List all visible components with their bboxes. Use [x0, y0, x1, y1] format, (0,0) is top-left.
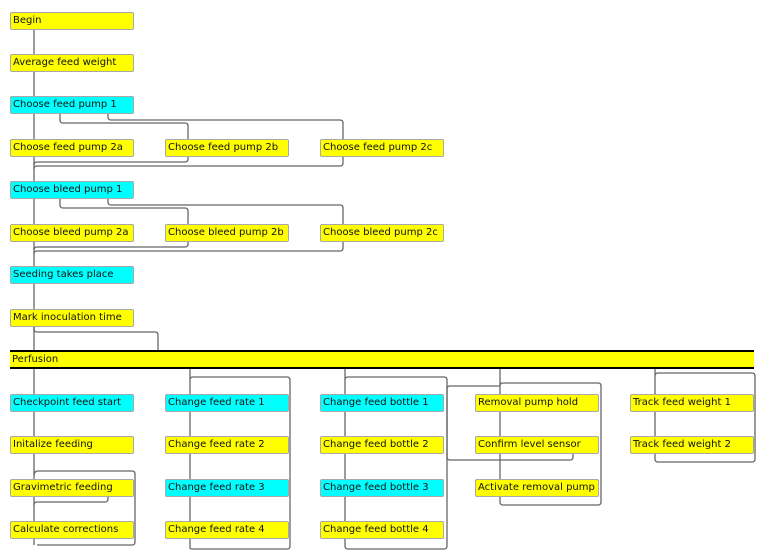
track-weight-group — [654, 368, 756, 463]
bleed-pump-2c-branch — [33, 198, 344, 255]
corrections-loop — [33, 496, 109, 506]
feed-rate-group — [189, 368, 291, 550]
phase-bar-perfusion[interactable]: Perfusion — [10, 350, 754, 369]
node-mark-inoculation-time[interactable]: Mark inoculation time — [10, 309, 134, 327]
bleed-pump-2b-branch — [33, 198, 189, 251]
node-gravimetric-feeding[interactable]: Gravimetric feeding — [10, 479, 134, 497]
node-change-feed-bottle-4[interactable]: Change feed bottle 4 — [320, 521, 444, 539]
node-track-feed-weight-1[interactable]: Track feed weight 1 — [630, 394, 754, 412]
node-change-feed-rate-2[interactable]: Change feed rate 2 — [165, 436, 289, 454]
node-seeding-takes-place[interactable]: Seeding takes place — [10, 266, 134, 284]
removal-loop — [446, 385, 574, 461]
node-confirm-level-sensor[interactable]: Confirm level sensor — [475, 436, 599, 454]
gravimetric-loop — [33, 470, 136, 546]
node-activate-removal-pump[interactable]: Activate removal pump — [475, 479, 599, 497]
node-choose-bleed-pump-2c[interactable]: Choose bleed pump 2c — [320, 224, 444, 242]
node-calculate-corrections[interactable]: Calculate corrections — [10, 521, 134, 539]
node-choose-bleed-pump-2b[interactable]: Choose bleed pump 2b — [165, 224, 289, 242]
node-change-feed-bottle-2[interactable]: Change feed bottle 2 — [320, 436, 444, 454]
node-change-feed-bottle-1[interactable]: Change feed bottle 1 — [320, 394, 444, 412]
feed-pump-2c-branch — [33, 113, 344, 170]
node-choose-feed-pump-2c[interactable]: Choose feed pump 2c — [320, 139, 444, 157]
node-initalize-feeding[interactable]: Initalize feeding — [10, 436, 134, 454]
node-choose-bleed-pump-2a[interactable]: Choose bleed pump 2a — [10, 224, 134, 242]
node-choose-bleed-pump-1[interactable]: Choose bleed pump 1 — [10, 181, 134, 199]
node-begin[interactable]: Begin — [10, 12, 134, 30]
node-choose-feed-pump-2a[interactable]: Choose feed pump 2a — [10, 139, 134, 157]
node-choose-feed-pump-1[interactable]: Choose feed pump 1 — [10, 96, 134, 114]
node-removal-pump-hold[interactable]: Removal pump hold — [475, 394, 599, 412]
node-choose-feed-pump-2b[interactable]: Choose feed pump 2b — [165, 139, 289, 157]
feed-bottle-group — [344, 368, 448, 550]
node-track-feed-weight-2[interactable]: Track feed weight 2 — [630, 436, 754, 454]
node-average-feed-weight[interactable]: Average feed weight — [10, 54, 134, 72]
node-checkpoint-feed-start[interactable]: Checkpoint feed start — [10, 394, 134, 412]
node-change-feed-rate-1[interactable]: Change feed rate 1 — [165, 394, 289, 412]
removal-group — [499, 368, 602, 506]
feed-pump-2b-branch — [33, 113, 189, 166]
node-change-feed-rate-3[interactable]: Change feed rate 3 — [165, 479, 289, 497]
node-change-feed-rate-4[interactable]: Change feed rate 4 — [165, 521, 289, 539]
node-change-feed-bottle-3[interactable]: Change feed bottle 3 — [320, 479, 444, 497]
perfusion-entry-line — [33, 326, 159, 351]
